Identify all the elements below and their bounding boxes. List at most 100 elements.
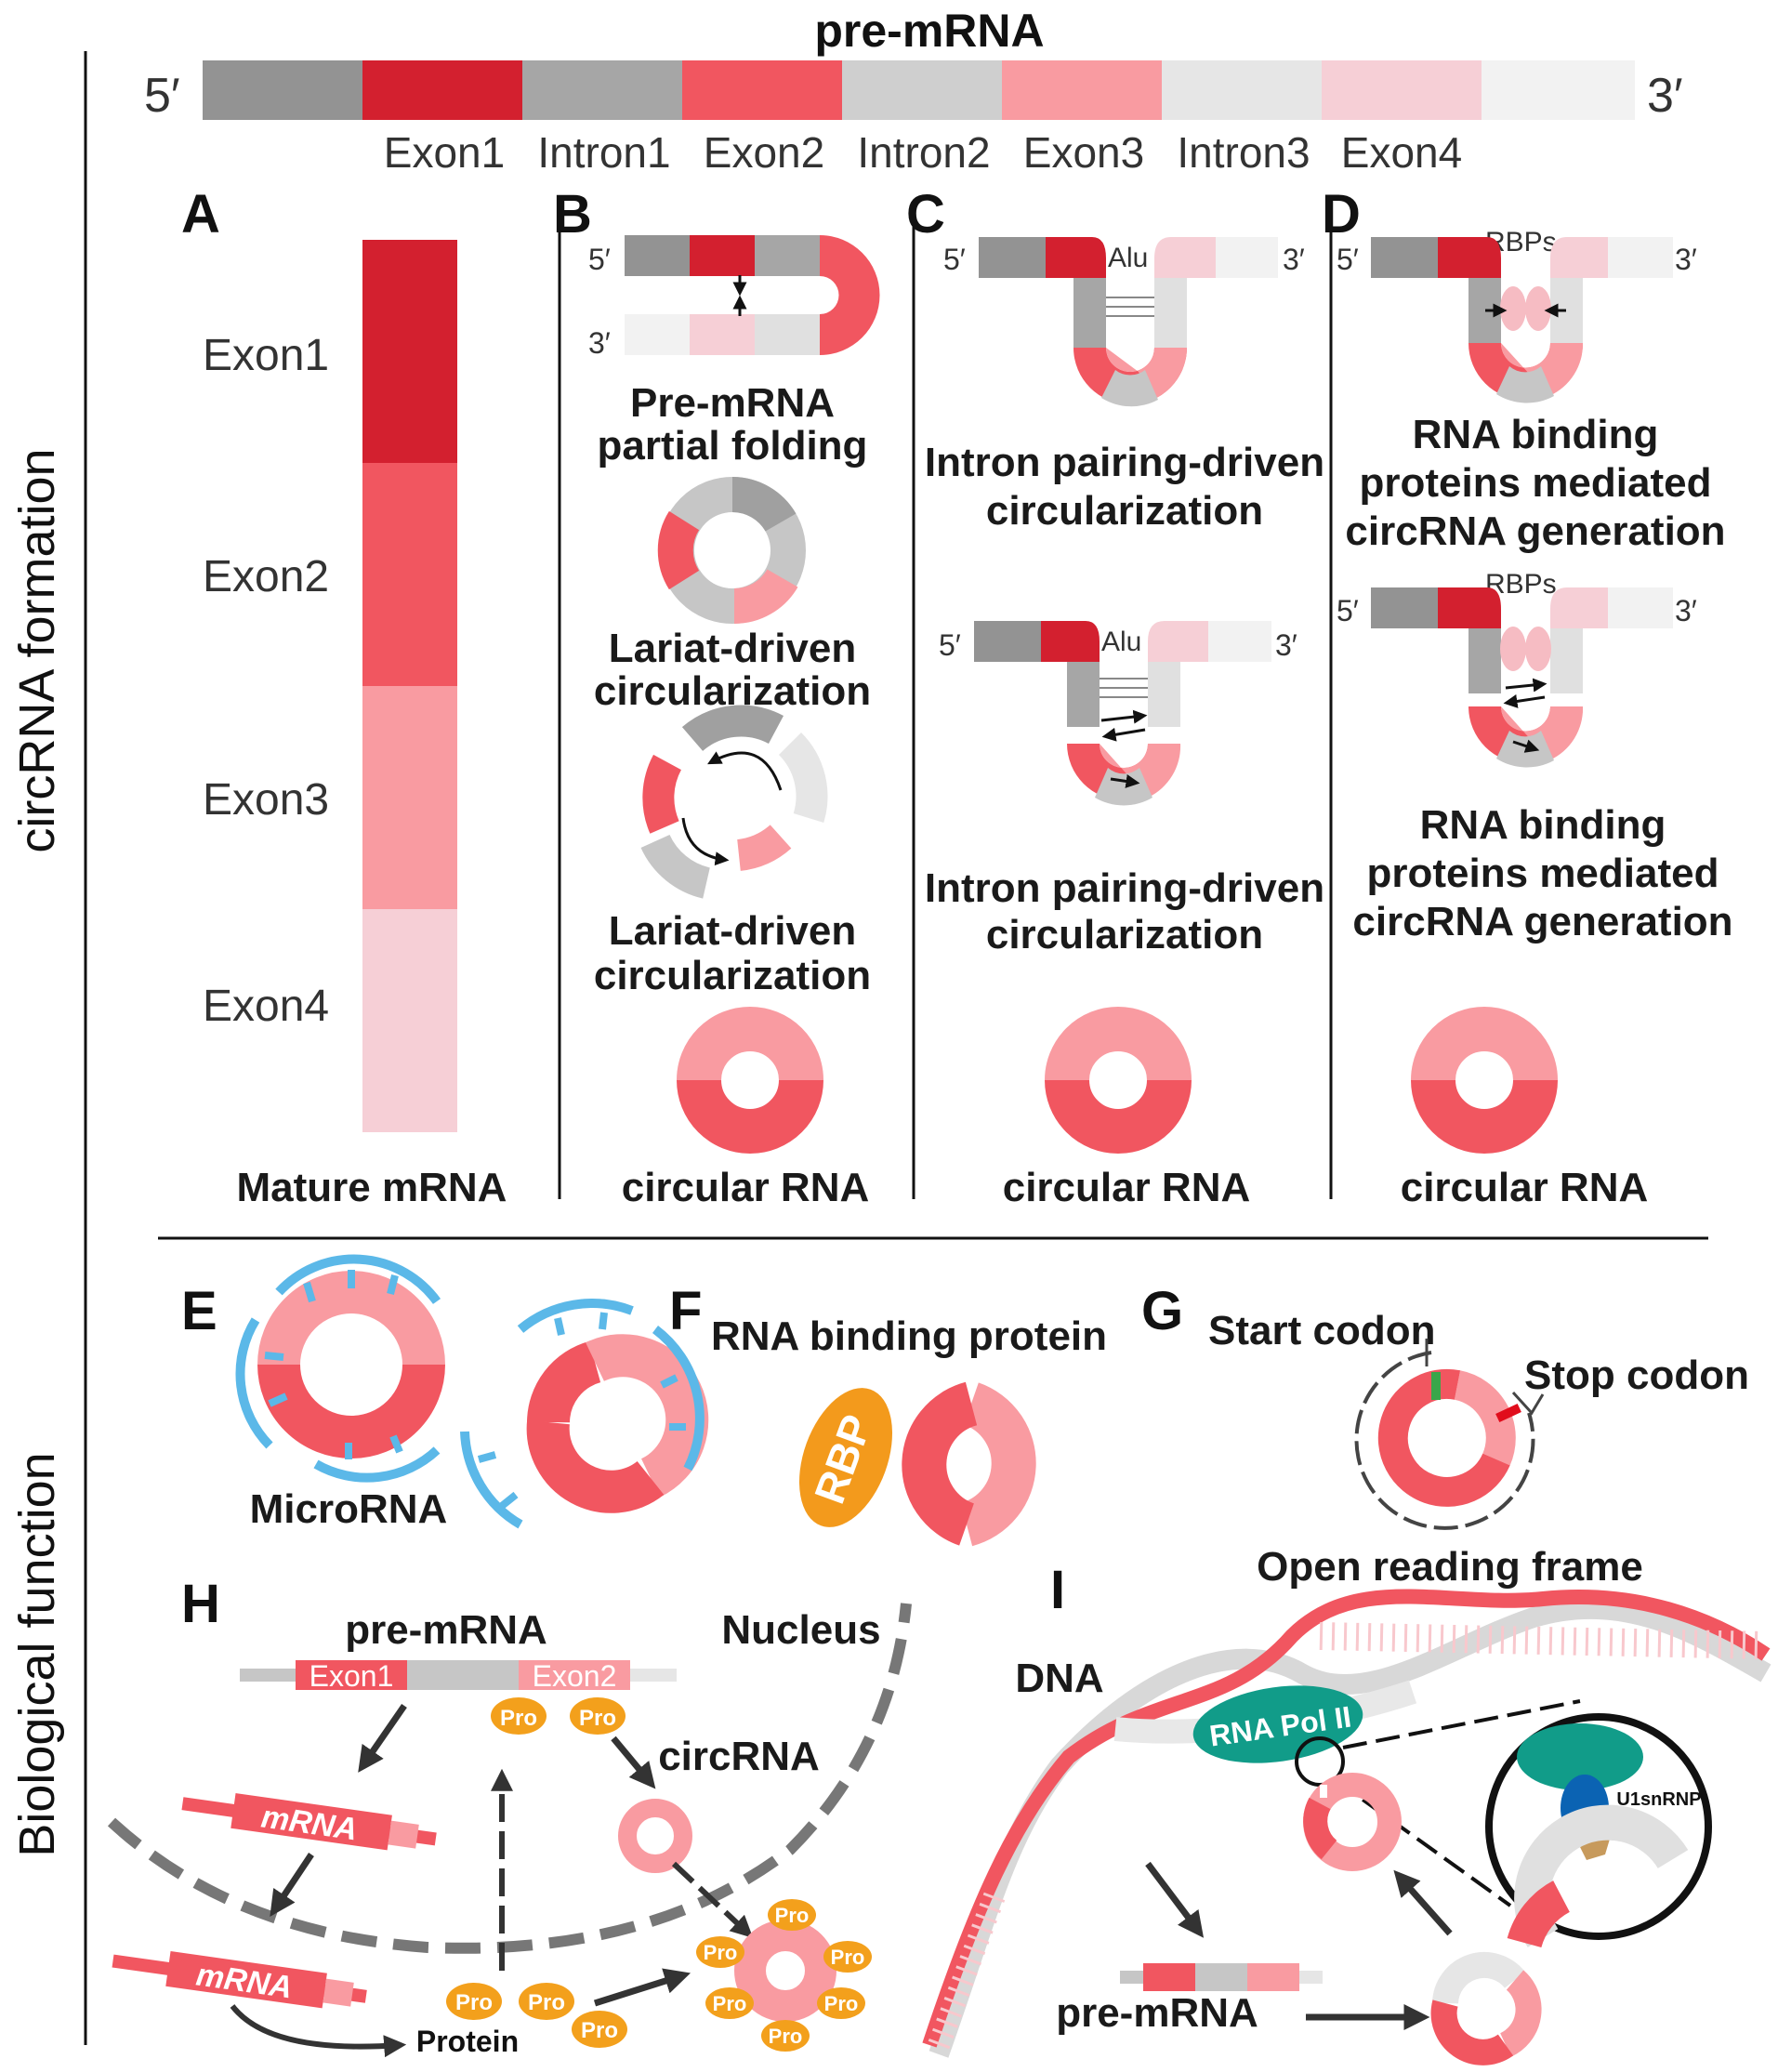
h-nucleus-boundary [107, 1603, 912, 1954]
h-premrna-label: pre-mRNA [345, 1607, 547, 1653]
segment-label-intron1: Intron1 [537, 128, 670, 177]
premrna-segment-labels: Exon1 Intron1 Exon2 Intron2 Exon3 Intron… [384, 128, 1462, 177]
d-cap1-line3: circRNA generation [1345, 508, 1725, 554]
panel-letter-f: F [669, 1281, 702, 1341]
h-protein-label: Protein [416, 2025, 519, 2058]
svg-text:Pro: Pro [579, 1706, 616, 1731]
i-rna-pol-ii [1192, 1685, 1363, 1763]
c2-three-prime: 3′ [1275, 628, 1297, 662]
b-lariat-ring [657, 476, 806, 625]
h-circrna-ring [618, 1799, 692, 1873]
d-circular-rna [1411, 1007, 1558, 1154]
b-curved-arrow-top [707, 751, 783, 791]
segment-label-exon2: Exon2 [704, 128, 824, 177]
h-pro-bottom-2: Pro [519, 1983, 574, 2020]
svg-text:Pro: Pro [704, 1941, 738, 1964]
b-cap3-line2: circularization [594, 953, 871, 998]
b-circular-rna [677, 1007, 823, 1154]
mature-label-exon1: Exon1 [203, 331, 329, 380]
i-zoom-line-bottom [1334, 1778, 1512, 1907]
b-three-prime: 3′ [588, 326, 611, 360]
d-cap2-line3: circRNA generation [1352, 899, 1732, 944]
i-zoom-circle: U1snRNP [1485, 1713, 1712, 1948]
h-pro-bottom-3: Pro [572, 2011, 627, 2048]
mature-label-exon4: Exon4 [203, 982, 329, 1031]
premrna-bar [203, 60, 1635, 120]
e-circrna-sponge-1 [235, 1254, 445, 1483]
c-hairpin-1: 5′ 3′ Alu [943, 237, 1305, 407]
svg-text:Pro: Pro [831, 1946, 865, 1969]
g-start-codon: Start codon [1208, 1308, 1435, 1353]
mature-label-exon2: Exon2 [203, 552, 329, 601]
h-arrow-translation [230, 2004, 407, 2058]
d-cap1-line1: RNA binding [1413, 412, 1659, 457]
g-orf-label: Open reading frame [1257, 1544, 1643, 1590]
d2-five-prime: 5′ [1337, 594, 1359, 627]
i-nascent-circrna [1303, 1773, 1402, 1871]
h-pro-top-1: Pro [491, 1697, 547, 1735]
d2-three-prime: 3′ [1675, 594, 1697, 627]
bar-exon1 [362, 60, 522, 120]
h-arrow-protein-binding [593, 1968, 691, 2007]
segment-label-exon3: Exon3 [1023, 128, 1144, 177]
i-u1snrnp: U1snRNP [1616, 1789, 1701, 1810]
panel-letter-d: D [1322, 184, 1361, 244]
side-label-formation: circRNA formation [9, 448, 65, 852]
premrna-three-prime: 3′ [1647, 69, 1683, 123]
h-mrna-2-label: mRNA [194, 1957, 295, 2005]
c1-five-prime: 5′ [943, 243, 966, 276]
i-product-circrna [1430, 1952, 1542, 2065]
svg-text:Pro: Pro [769, 2025, 803, 2048]
c2-five-prime: 5′ [939, 628, 961, 662]
segment-label-intron3: Intron3 [1177, 128, 1310, 177]
b-caption: circular RNA [622, 1165, 870, 1210]
svg-text:Pro: Pro [500, 1706, 537, 1731]
bar-intron2 [842, 60, 1002, 120]
h-pro-top-2: Pro [570, 1697, 626, 1735]
c-cap2-line1: Intron pairing-driven [925, 865, 1324, 911]
panel-letter-i: I [1050, 1560, 1065, 1620]
b-cap3-line1: Lariat-driven [609, 908, 857, 954]
mature-exon4 [362, 909, 457, 1132]
e-circrna-sponge-2 [460, 1299, 709, 1529]
d-cap2-line2: proteins mediated [1367, 851, 1719, 896]
g-stop-codon: Stop codon [1524, 1353, 1749, 1398]
c1-alu: Alu [1108, 243, 1148, 273]
b-lariat-ring-open [640, 705, 828, 899]
mature-label-exon3: Exon3 [203, 775, 329, 825]
segment-label-exon1: Exon1 [384, 128, 505, 177]
svg-text:Pro: Pro [581, 2018, 618, 2043]
bar-intron3 [1162, 60, 1322, 120]
panel-letter-h: H [181, 1574, 220, 1634]
h-arrow-premrna-mrna [358, 1704, 407, 1773]
d-hairpin-2: 5′ 3′ RBPs [1337, 569, 1697, 768]
b-top-exon1 [690, 235, 755, 276]
d-cap1-line2: proteins mediated [1360, 460, 1712, 506]
panel-letter-g: G [1141, 1281, 1183, 1341]
g-orf-circrna [1354, 1339, 1545, 1530]
g-start-mark [1431, 1372, 1441, 1400]
d1-three-prime: 3′ [1675, 243, 1697, 276]
b-bottom-intron [755, 314, 820, 355]
b-top-intron [625, 235, 690, 276]
e-label: MicroRNA [250, 1486, 448, 1532]
h-circrna-label: circRNA [658, 1734, 820, 1779]
i-premrna-label: pre-mRNA [1056, 1990, 1258, 2036]
i-dna-label: DNA [1015, 1656, 1103, 1701]
f-rbp-ellipse [799, 1388, 892, 1527]
mature-mrna-caption: Mature mRNA [237, 1165, 507, 1210]
bar-exon3 [1002, 60, 1162, 120]
mature-exon1 [362, 240, 457, 463]
h-exon1: Exon1 [310, 1659, 394, 1693]
b-bottom-exon4 [690, 314, 755, 355]
segment-label-exon4: Exon4 [1341, 128, 1462, 177]
bar-intron1 [522, 60, 682, 120]
bar-intron-tail [1482, 60, 1635, 120]
panel-letter-e: E [181, 1281, 217, 1341]
svg-text:Pro: Pro [713, 1992, 747, 2015]
b-hairpin-arc [820, 235, 880, 355]
mature-exon2 [362, 463, 457, 686]
bar-intron-lead [203, 60, 362, 120]
f-rbp-complex: RBP [799, 1381, 1036, 1547]
